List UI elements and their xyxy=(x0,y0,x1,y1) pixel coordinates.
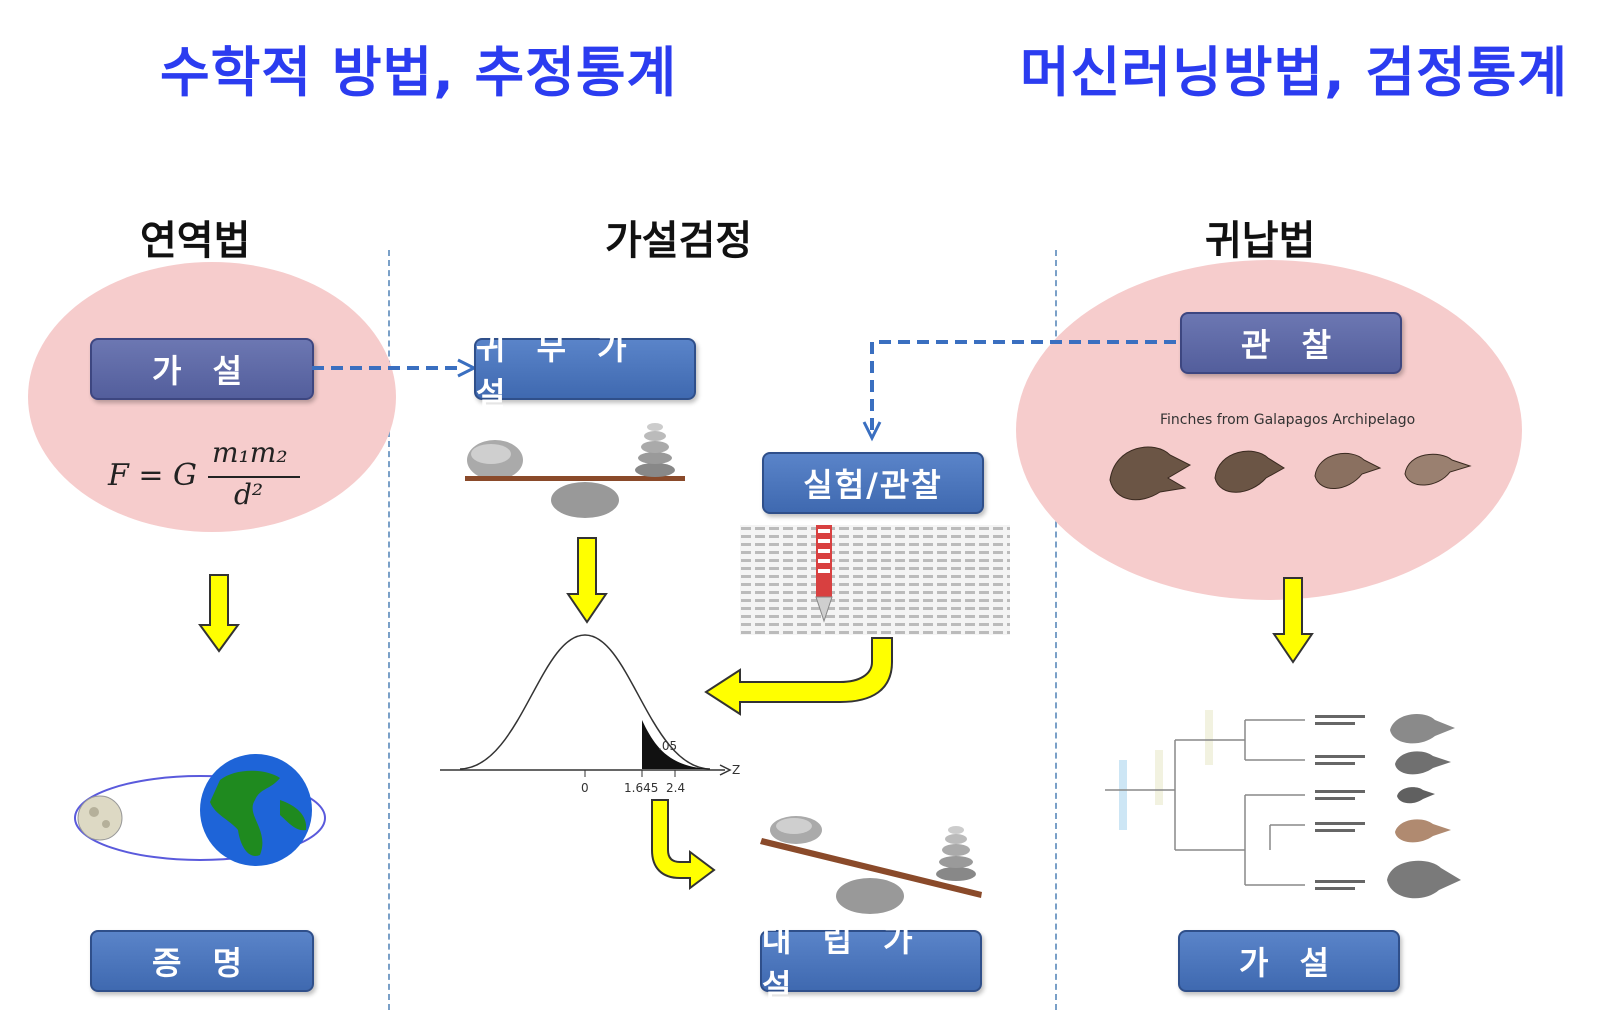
hypothesis-box-right: 가 설 xyxy=(1178,930,1400,992)
formula-fraction-bar xyxy=(208,476,300,478)
tick-0: 0 xyxy=(581,781,589,795)
alpha-label: .05 xyxy=(658,739,677,753)
formula-lhs: F = G xyxy=(108,458,197,493)
balanced-stones-scale xyxy=(465,423,685,518)
divider-left xyxy=(388,250,390,1010)
tilted-stones-scale xyxy=(760,816,982,914)
finches-title: Finches from Galapagos Archipelago xyxy=(1160,412,1416,428)
experiment-box: 실험/관찰 xyxy=(762,452,984,514)
null-hypothesis-box: 귀 무 가 설 xyxy=(474,329,696,413)
dashed-arrow-to-experiment xyxy=(862,340,1176,442)
arrow-data-to-curve xyxy=(704,637,893,716)
alternative-hypothesis-box: 대 립 가 설 xyxy=(760,921,982,1005)
proof-box: 증 명 xyxy=(90,930,314,992)
normal-distribution-plot: .05 Z 0 1.645 2.4 xyxy=(440,634,740,795)
right-title: 머신러닝방법, 검정통계 xyxy=(1020,41,1569,104)
gravity-formula: F = G m₁m₂ d² xyxy=(108,436,308,516)
arrow-down-null xyxy=(566,537,608,624)
earth-moon-orbit xyxy=(74,754,326,866)
arrow-down-deduction xyxy=(198,574,240,653)
left-title: 수학적 방법, 추정통계 xyxy=(160,41,678,104)
formula-denominator: d² xyxy=(234,478,264,511)
section-title-induction: 귀납법 xyxy=(1205,218,1316,264)
section-title-deduction: 연역법 xyxy=(140,218,251,264)
finch-phylogenetic-tree xyxy=(1105,710,1461,899)
hypothesis-box-left: 가 설 xyxy=(90,338,314,400)
tick-24: 2.4 xyxy=(666,781,685,795)
dashed-arrow-to-null xyxy=(312,358,478,378)
divider-right xyxy=(1055,250,1057,1010)
section-title-hypothesis-testing: 가설검정 xyxy=(605,218,753,264)
arrow-down-induction xyxy=(1272,577,1314,664)
z-axis-label: Z xyxy=(732,763,740,777)
observation-box: 관 찰 xyxy=(1180,312,1402,374)
finch-heads-illustration xyxy=(1109,446,1472,501)
tick-1645: 1.645 xyxy=(624,781,658,795)
arrow-curve-to-alternative xyxy=(651,799,716,890)
data-sheet-with-pen xyxy=(740,525,1010,635)
formula-numerator: m₁m₂ xyxy=(212,436,288,469)
